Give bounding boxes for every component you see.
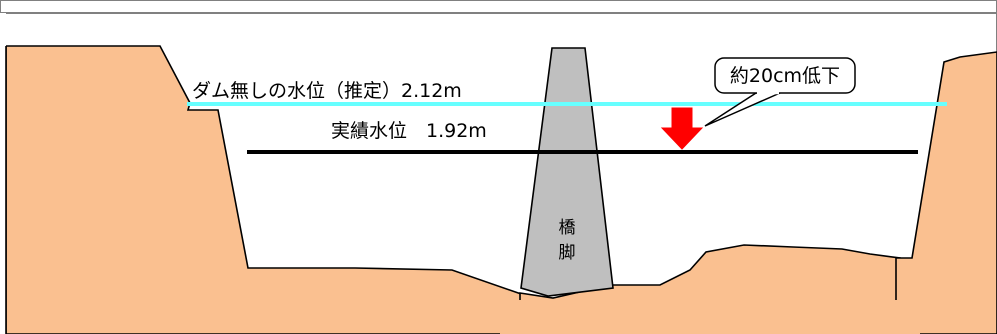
- callout-box: [714, 57, 856, 94]
- ground-fill: [500, 300, 920, 334]
- no-dam-water-level-label: ダム無しの水位（推定）2.12m: [192, 80, 462, 102]
- callout-text: 約20cm低下: [730, 65, 840, 87]
- diagram-frame-left-edge: [0, 13, 6, 334]
- pier-label-char-2: 脚: [559, 243, 576, 263]
- right-riverbank: [895, 51, 997, 334]
- actual-water-level-label: 実績水位 1.92m: [331, 120, 487, 142]
- level-drop-arrow-icon: [660, 107, 704, 150]
- left-riverbank: [5, 45, 525, 334]
- pier-label-char-1: 橋: [559, 218, 576, 238]
- bridge-pier: [520, 47, 614, 297]
